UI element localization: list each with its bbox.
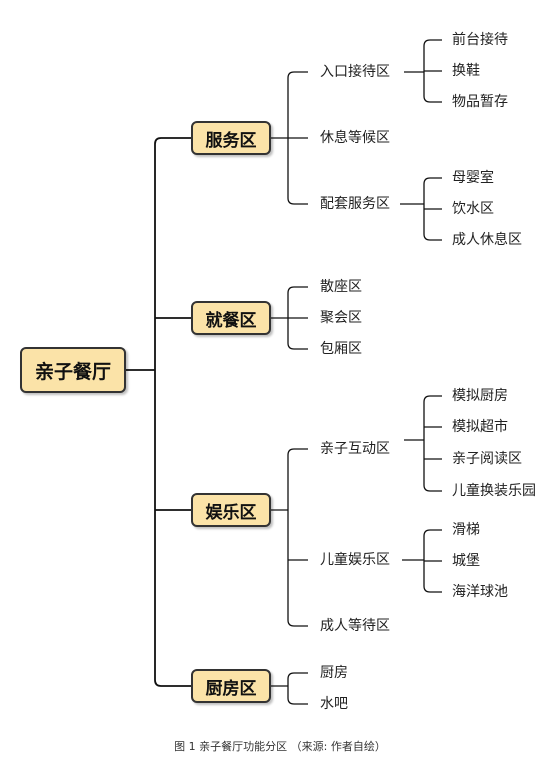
leaf-castle: 城堡 — [452, 553, 480, 569]
node-water-bar: 水吧 — [320, 696, 348, 712]
root-node: 亲子餐厅 — [20, 347, 126, 393]
figure-caption: 图 1 亲子餐厅功能分区 （来源: 作者自绘） — [174, 740, 386, 753]
node-support-service: 配套服务区 — [320, 196, 390, 212]
branch-node-dining: 就餐区 — [191, 301, 271, 335]
connector-dining-branches — [287, 286, 308, 350]
connector-entertainment-branches — [287, 448, 308, 627]
connector-service-branches — [287, 71, 308, 205]
connector-entrance-branches — [423, 39, 442, 103]
node-private-room: 包厢区 — [320, 341, 362, 357]
leaf-slide: 滑梯 — [452, 522, 480, 538]
connector-kids-play-branches — [423, 529, 442, 593]
leaf-mock-kitchen: 模拟厨房 — [452, 388, 508, 404]
node-entrance-reception: 入口接待区 — [320, 64, 390, 80]
node-rest-waiting: 休息等候区 — [320, 130, 390, 146]
leaf-drinking-water: 饮水区 — [452, 201, 494, 217]
node-adult-waiting: 成人等待区 — [320, 618, 390, 634]
node-open-seating: 散座区 — [320, 279, 362, 295]
branch-node-kitchen: 厨房区 — [191, 669, 271, 703]
branch-node-service: 服务区 — [191, 121, 271, 155]
leaf-mock-supermarket: 模拟超市 — [452, 419, 508, 435]
leaf-front-desk: 前台接待 — [452, 32, 508, 48]
node-kitchen: 厨房 — [320, 665, 348, 681]
connector-kitchen-branches — [287, 672, 308, 705]
leaf-ball-pit: 海洋球池 — [452, 584, 508, 600]
connector-support-branches — [423, 177, 442, 241]
connector-root-branches — [154, 137, 191, 687]
branch-node-entertainment: 娱乐区 — [191, 493, 271, 527]
node-kids-play: 儿童娱乐区 — [320, 552, 390, 568]
leaf-reading-area: 亲子阅读区 — [452, 451, 522, 467]
leaf-dress-up-park: 儿童换装乐园 — [452, 483, 536, 499]
leaf-storage: 物品暂存 — [452, 94, 508, 110]
node-parent-child-interaction: 亲子互动区 — [320, 441, 390, 457]
node-party-area: 聚会区 — [320, 310, 362, 326]
leaf-shoe-change: 换鞋 — [452, 63, 480, 79]
leaf-nursing-room: 母婴室 — [452, 170, 494, 186]
connector-interaction-branches — [423, 395, 442, 492]
leaf-adult-rest: 成人休息区 — [452, 232, 522, 248]
